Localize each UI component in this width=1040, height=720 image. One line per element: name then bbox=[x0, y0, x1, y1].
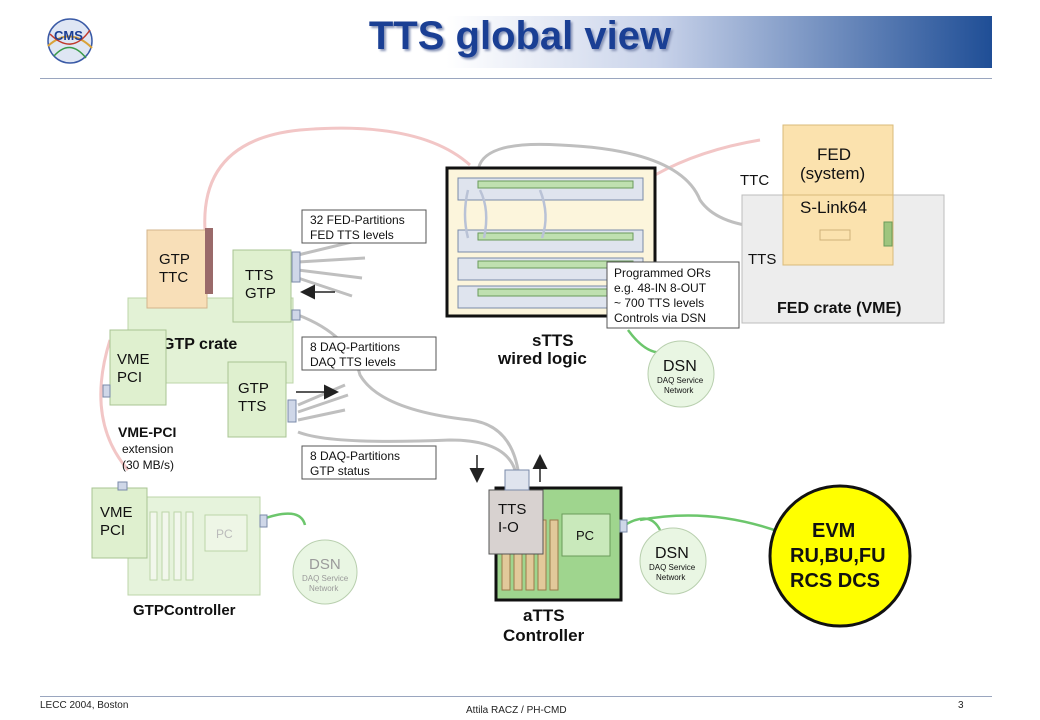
vme-pci-top-port bbox=[102, 384, 111, 398]
slink-label: S-Link64 bbox=[800, 198, 867, 217]
programmed-ors-line3: ~ 700 TTS levels bbox=[614, 296, 704, 310]
ttc-label: TTC bbox=[740, 172, 769, 189]
gtp-status-line2: GTP status bbox=[310, 464, 370, 478]
gtp-ttc-connector bbox=[205, 228, 213, 294]
dsn-left-line2: DAQ Service bbox=[302, 574, 349, 583]
vme-pci-ext-line3: (30 MB/s) bbox=[122, 458, 174, 472]
dsn-mid-line3: Network bbox=[664, 386, 694, 395]
footer-conference: LECC 2004, Boston bbox=[40, 700, 129, 711]
pc-left-label: PC bbox=[216, 527, 233, 541]
dsn-left-line3: Network bbox=[309, 584, 339, 593]
stts-jumper-cables bbox=[463, 189, 547, 239]
footer-divider bbox=[40, 696, 992, 697]
gtp-ttc-line2: TTC bbox=[159, 269, 188, 286]
vme-pci-top-module bbox=[109, 329, 167, 406]
cms-logo-icon: CMS bbox=[47, 18, 93, 64]
gtp-crate-label: GTP crate bbox=[162, 336, 237, 353]
fed-partitions-line2: FED TTS levels bbox=[310, 228, 394, 242]
vme-pci-bottom-line1: VME bbox=[100, 504, 133, 521]
gtp-tts-connectors bbox=[287, 399, 297, 423]
tts-gtp-line1: TTS bbox=[245, 267, 273, 284]
tts-gtp-module bbox=[232, 249, 292, 323]
atts-line1: aTTS bbox=[523, 606, 565, 625]
evm-line3: RCS DCS bbox=[790, 570, 880, 592]
page-title: TTS global view bbox=[368, 14, 672, 58]
pink-cable-fed bbox=[654, 138, 761, 177]
vme-pci-bottom-line2: PCI bbox=[100, 522, 125, 539]
tts-io-line2: I-O bbox=[498, 519, 519, 536]
gtp-ttc-line1: GTP bbox=[159, 251, 190, 268]
pink-cable-vmepci bbox=[99, 339, 130, 471]
tts-io-module bbox=[488, 489, 544, 555]
pc-right-label: PC bbox=[576, 528, 594, 543]
gtp-tts-line1: GTP bbox=[238, 380, 269, 397]
tts-gtp-port bbox=[291, 309, 301, 321]
dsn-mid-line1: DSN bbox=[663, 358, 697, 375]
pink-cable-top bbox=[203, 126, 472, 231]
gtp-tts-line2: TTS bbox=[238, 398, 266, 415]
slink-chip bbox=[819, 229, 851, 241]
tts-gtp-connectors bbox=[291, 251, 301, 283]
tts-io-connectors bbox=[504, 469, 530, 491]
page-number: 3 bbox=[958, 700, 964, 711]
fed-system-line2: (system) bbox=[800, 164, 865, 183]
fed-partitions-line1: 32 FED-Partitions bbox=[310, 213, 405, 227]
dsn-left-circle bbox=[292, 539, 358, 605]
gtp-controller-port bbox=[259, 514, 268, 528]
programmed-ors-line1: Programmed ORs bbox=[614, 266, 711, 280]
dsn-right-circle bbox=[639, 527, 707, 595]
dsn-mid-line2: DAQ Service bbox=[657, 376, 704, 385]
vme-pci-ext-line1: VME-PCI bbox=[118, 424, 176, 440]
fed-partitions-box bbox=[301, 209, 427, 244]
programmed-ors-line4: Controls via DSN bbox=[614, 311, 706, 325]
stts-line1: sTTS bbox=[532, 331, 574, 350]
gtp-status-line1: 8 DAQ-Partitions bbox=[310, 449, 400, 463]
stts-boards bbox=[457, 177, 644, 309]
gtp-status-box bbox=[301, 445, 437, 480]
title-bar-gradient bbox=[112, 16, 992, 68]
logo-text: CMS bbox=[54, 28, 83, 43]
gtp-tts-module bbox=[227, 361, 287, 438]
tts-label: TTS bbox=[748, 251, 776, 268]
vme-pci-top-line2: PCI bbox=[117, 369, 142, 386]
daq-partitions-line2: DAQ TTS levels bbox=[310, 355, 396, 369]
vme-pci-ext-line2: extension bbox=[122, 442, 173, 456]
atts-line2: Controller bbox=[503, 626, 585, 645]
gtp-controller-slots bbox=[149, 511, 194, 581]
fed-crate-label: FED crate (VME) bbox=[777, 300, 901, 317]
pc-left-box bbox=[204, 514, 248, 552]
daq-partitions-line1: 8 DAQ-Partitions bbox=[310, 340, 400, 354]
pc-right-box bbox=[561, 513, 611, 557]
footer-author: Attila RACZ / PH-CMD bbox=[466, 705, 567, 716]
header-divider bbox=[40, 78, 992, 79]
dsn-mid-circle bbox=[647, 340, 715, 408]
vme-pci-top-line1: VME bbox=[117, 351, 150, 368]
slink-connector bbox=[883, 221, 893, 247]
gtp-controller-label: GTPController bbox=[133, 602, 236, 619]
atts-port bbox=[619, 519, 628, 533]
daq-partitions-box bbox=[301, 336, 437, 371]
dsn-right-line3: Network bbox=[656, 573, 686, 582]
tts-gtp-line2: GTP bbox=[245, 285, 276, 302]
stts-line2: wired logic bbox=[497, 349, 587, 368]
dsn-left-line1: DSN bbox=[309, 556, 341, 573]
evm-line1: EVM bbox=[812, 520, 855, 542]
programmed-ors-line2: e.g. 48-IN 8-OUT bbox=[614, 281, 707, 295]
vme-pci-bottom-port bbox=[117, 481, 128, 491]
evm-line2: RU,BU,FU bbox=[790, 545, 886, 567]
dsn-right-line2: DAQ Service bbox=[649, 563, 696, 572]
programmed-ors-box bbox=[606, 261, 740, 329]
vme-pci-bottom-module bbox=[91, 487, 148, 559]
fed-system-line1: FED bbox=[817, 145, 851, 164]
fed-system-box bbox=[782, 124, 894, 198]
tts-io-line1: TTS bbox=[498, 501, 526, 518]
dsn-right-line1: DSN bbox=[655, 545, 689, 562]
evm-circle bbox=[768, 484, 912, 628]
